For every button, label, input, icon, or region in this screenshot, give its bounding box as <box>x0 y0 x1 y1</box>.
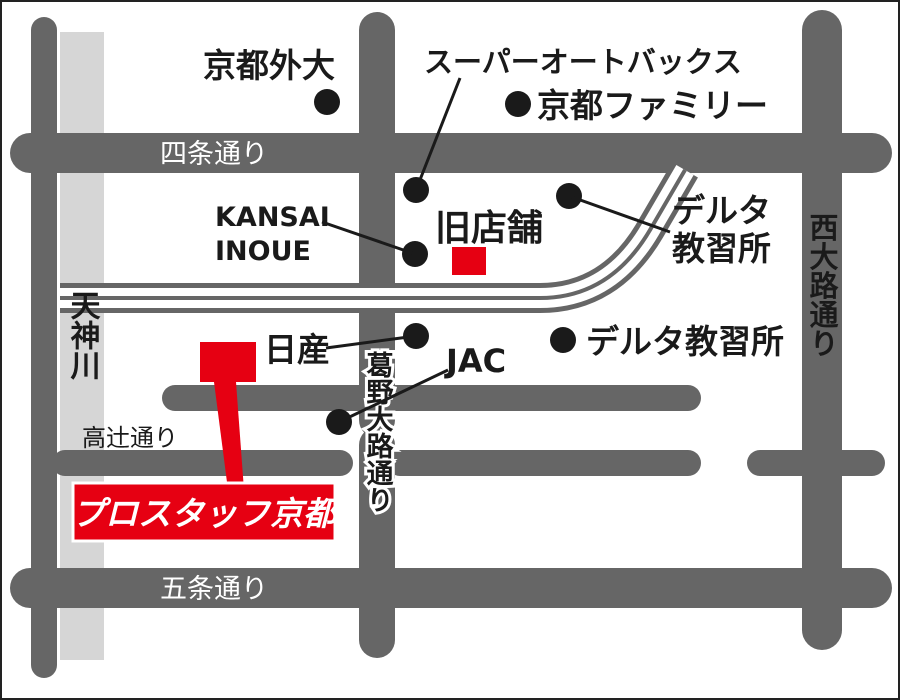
kansai-inoue-label-1: KANSAI <box>215 202 330 233</box>
roads <box>10 10 892 678</box>
nishioji-dori-label: 西大路通り <box>805 213 839 358</box>
delta-school-2-label: デルタ教習所 <box>586 322 784 361</box>
brand-label-box <box>71 481 337 543</box>
super-autobacs-label: スーパーオートバックス <box>424 45 742 79</box>
kansai-inoue-label-2: INOUE <box>215 236 311 267</box>
kadono-oji-dori-label: 葛野大路通り <box>362 351 394 513</box>
takatsuji-dori-label: 高辻通り <box>82 424 178 452</box>
leader-nissan <box>325 334 417 350</box>
old-store-label: 旧店舗 <box>435 208 543 249</box>
leader-jac <box>338 368 449 424</box>
old-store-marker-icon <box>452 247 486 275</box>
brand-name: プロスタッフ京都 <box>72 494 342 533</box>
kyoto-family-label: 京都ファミリー <box>537 86 768 125</box>
store-marker-icon <box>200 342 256 382</box>
tenjin-river-label: 天神川 <box>65 290 101 380</box>
landmark-dot-icon <box>314 89 340 115</box>
jac-label: JAC <box>444 342 506 380</box>
leader-delta-1 <box>568 194 671 234</box>
store-pointer <box>214 382 244 490</box>
landmark-dot-icon <box>505 91 531 117</box>
landmark-dot-icon <box>550 327 576 353</box>
leader-super-autobacs <box>414 77 462 191</box>
nissan-label: 日産 <box>264 330 330 369</box>
leader-kansai-inoue <box>321 220 416 256</box>
shijo-dori-label: 四条通り <box>160 139 268 170</box>
kyoto-gaidai-label: 京都外大 <box>203 46 335 85</box>
gojo-dori-label: 五条通り <box>160 574 268 605</box>
delta-school-1-line1: デルタ <box>672 191 771 230</box>
leader-lines <box>321 77 671 424</box>
railway-center <box>60 168 687 300</box>
delta-school-1-line2: 教習所 <box>672 229 771 268</box>
